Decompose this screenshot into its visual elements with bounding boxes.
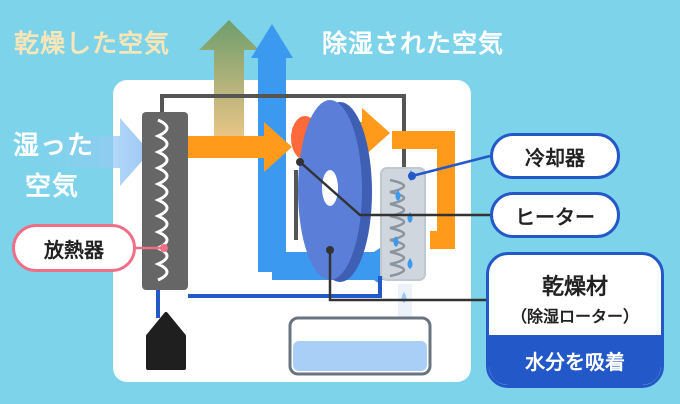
cooler-leader: [411, 154, 491, 178]
humid-air-label-line1: 湿った: [13, 131, 95, 161]
absorbs-moisture-band: 水分を吸着: [489, 335, 661, 385]
cooler-callout: 冷却器: [490, 133, 620, 179]
humid-air-label-line2: 空気: [25, 172, 80, 202]
radiator-leader-dot: [160, 244, 168, 252]
humid-air-arrow: [10, 118, 150, 186]
warm-air-arrow-1: [188, 122, 292, 172]
rotor-leader-dot: [326, 246, 334, 254]
rotor-leader: [328, 250, 486, 302]
radiator-label: 放熱器: [44, 237, 104, 262]
dehumidified-air-arrowhead: [251, 24, 293, 58]
water-drop-icon: [395, 190, 401, 201]
dehumidified-air-label: 除湿された空気: [322, 29, 505, 58]
warm-air-arrow-2: [346, 108, 390, 158]
water-drop-icon: [407, 258, 413, 269]
cooler-label: 冷却器: [525, 145, 585, 170]
return-air-arrowhead: [352, 248, 380, 284]
radiator-block: [142, 112, 188, 290]
heater-leader: [299, 161, 490, 217]
dry-air-label: 乾燥した空気: [14, 29, 171, 58]
refrigerant-pipe: [156, 276, 382, 318]
desiccant-subtitle: （除湿ローター）: [510, 307, 639, 326]
radiator-callout: 放熱器: [12, 224, 136, 272]
desiccant-callout: 乾燥材 （除湿ローター） 水分を吸着: [486, 252, 664, 388]
radiator-coil: [154, 118, 169, 282]
tank-water: [293, 341, 427, 371]
heater-label: ヒーター: [515, 204, 595, 229]
desiccant-title: 乾燥材: [541, 275, 608, 300]
warm-air-loop: [392, 131, 455, 249]
heater-leader-dot: [296, 158, 304, 166]
absorbs-moisture-label: 水分を吸着: [525, 349, 625, 374]
water-drop-icon: [393, 236, 399, 247]
cooler-leader-dot: [408, 172, 416, 180]
compressor: [146, 312, 186, 370]
dry-air-arrow: [199, 20, 259, 150]
heater-callout: ヒーター: [490, 192, 620, 238]
cooler-coil: [389, 178, 406, 278]
